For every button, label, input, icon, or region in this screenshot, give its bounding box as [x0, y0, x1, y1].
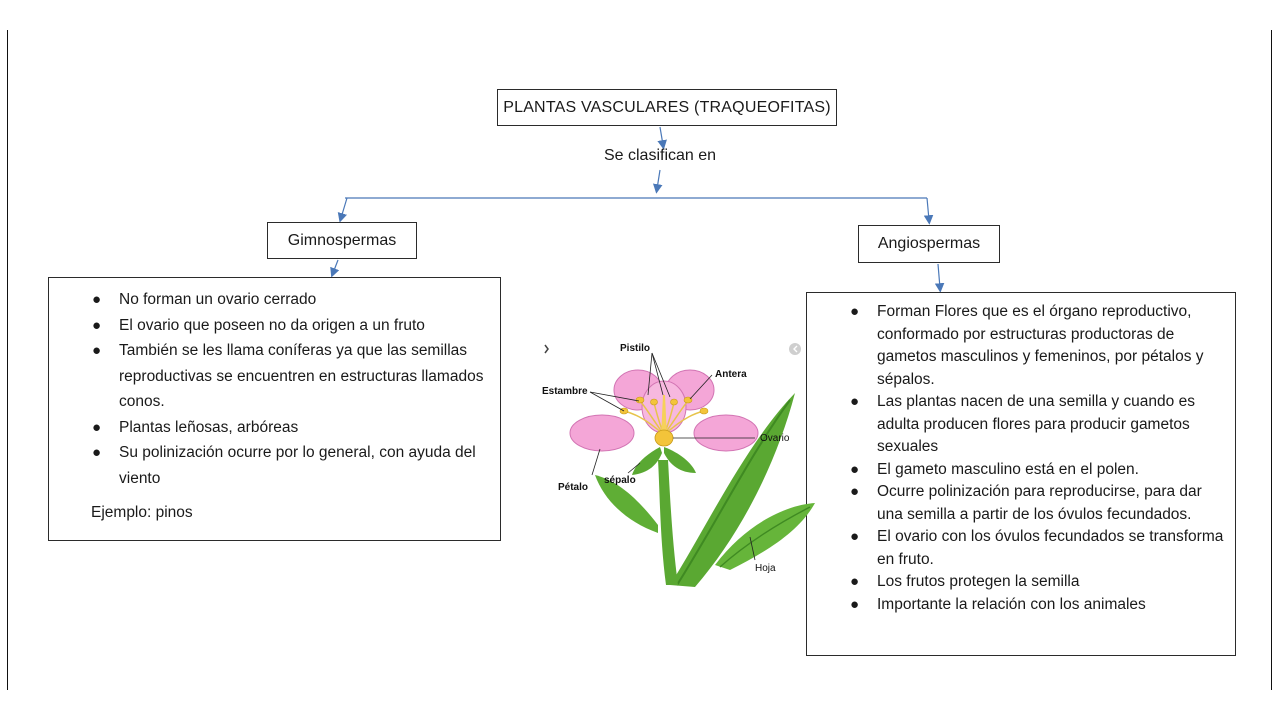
list-item: ●Las plantas nacen de una semilla y cuan… [850, 393, 1195, 455]
gimnospermas-list-box: ●No forman un ovario cerrado ●El ovario … [48, 277, 501, 541]
angiospermas-list: ●Forman Flores que es el órgano reproduc… [807, 301, 1225, 616]
list-item: ●Su polinización ocurre por lo general, … [92, 440, 488, 491]
label-petalo: Pétalo [558, 482, 588, 493]
angiospermas-list-box: ●Forman Flores que es el órgano reproduc… [806, 292, 1236, 656]
bullet-icon: ● [850, 460, 860, 478]
page-border-right [1271, 30, 1272, 690]
connector-label: Se clasifican en [603, 147, 717, 164]
bullet-icon: ● [92, 418, 102, 436]
bullet-icon: ● [850, 573, 860, 590]
sepal-right [664, 447, 696, 473]
bullet-icon: ● [92, 291, 102, 308]
right-nav-icon [789, 343, 801, 355]
gimnospermas-title: Gimnospermas [287, 231, 397, 249]
list-item: ●Los frutos protegen la semilla [850, 571, 1225, 594]
example-text: Ejemplo: pinos [91, 504, 193, 521]
label-estambre: Estambre [542, 386, 588, 397]
gimnospermas-box: Gimnospermas [267, 222, 417, 259]
bullet-icon: ● [850, 595, 860, 613]
arrow-connector-to-branch [653, 169, 663, 194]
list-item: ●Ocurre polinización para reproducirse, … [850, 483, 1202, 523]
list-item: ●Importante la relación con los animales [850, 594, 1225, 617]
leaf-right [715, 503, 815, 570]
list-item: ●Forman Flores que es el órgano reproduc… [850, 303, 1204, 388]
bullet-icon: ● [92, 342, 102, 359]
pistil [661, 395, 667, 437]
list-item: ●Plantas leñosas, arbóreas [92, 415, 488, 441]
label-antera: Antera [715, 369, 747, 380]
flower-illustration: Pistilo Antera Estambre Ovario Pétalo sé… [542, 343, 815, 587]
flower-diagram: Pistilo Antera Estambre Ovario Pétalo sé… [540, 335, 815, 590]
bullet-icon: ● [850, 393, 860, 410]
bullet-icon: ● [92, 444, 102, 461]
petal-right [693, 414, 759, 452]
list-item: ●El gameto masculino está en el polen. [850, 459, 1225, 482]
left-chevron-icon [544, 344, 549, 354]
arrow-gimnospermas-to-list [330, 259, 340, 278]
label-hoja: Hoja [755, 563, 776, 574]
ovary [654, 429, 674, 447]
label-pistilo: Pistilo [620, 343, 650, 354]
angiospermas-title: Angiospermas [877, 235, 981, 252]
title-text: PLANTAS VASCULARES (TRAQUEOFITAS) [503, 98, 831, 116]
bullet-icon: ● [850, 483, 860, 500]
arrow-title-to-connector [657, 126, 667, 150]
list-item: ●También se les llama coníferas ya que l… [92, 338, 488, 415]
bullet-icon: ● [850, 528, 860, 545]
arrow-branch-to-angiospermas [923, 197, 934, 225]
list-item: ●El ovario con los óvulos fecundados se … [850, 528, 1224, 568]
list-item: ●No forman un ovario cerrado [92, 287, 488, 313]
petal-left [569, 414, 635, 452]
flower-stem [658, 460, 678, 585]
arrow-angiospermas-to-list [934, 263, 945, 293]
angiospermas-box: Angiospermas [858, 225, 1000, 263]
bullet-icon: ● [92, 316, 102, 334]
title-box: PLANTAS VASCULARES (TRAQUEOFITAS) [497, 89, 837, 126]
bullet-icon: ● [850, 303, 860, 320]
page-border-left [7, 30, 8, 690]
leaf-left [595, 475, 658, 533]
sepal-left [632, 447, 662, 475]
gimnospermas-list: ●No forman un ovario cerrado ●El ovario … [49, 287, 488, 491]
label-sepalo: sépalo [604, 475, 636, 486]
list-item: ●El ovario que poseen no da origen a un … [92, 313, 488, 339]
arrow-branch-to-gimnospermas [337, 197, 348, 223]
label-ovario: Ovario [760, 433, 790, 444]
